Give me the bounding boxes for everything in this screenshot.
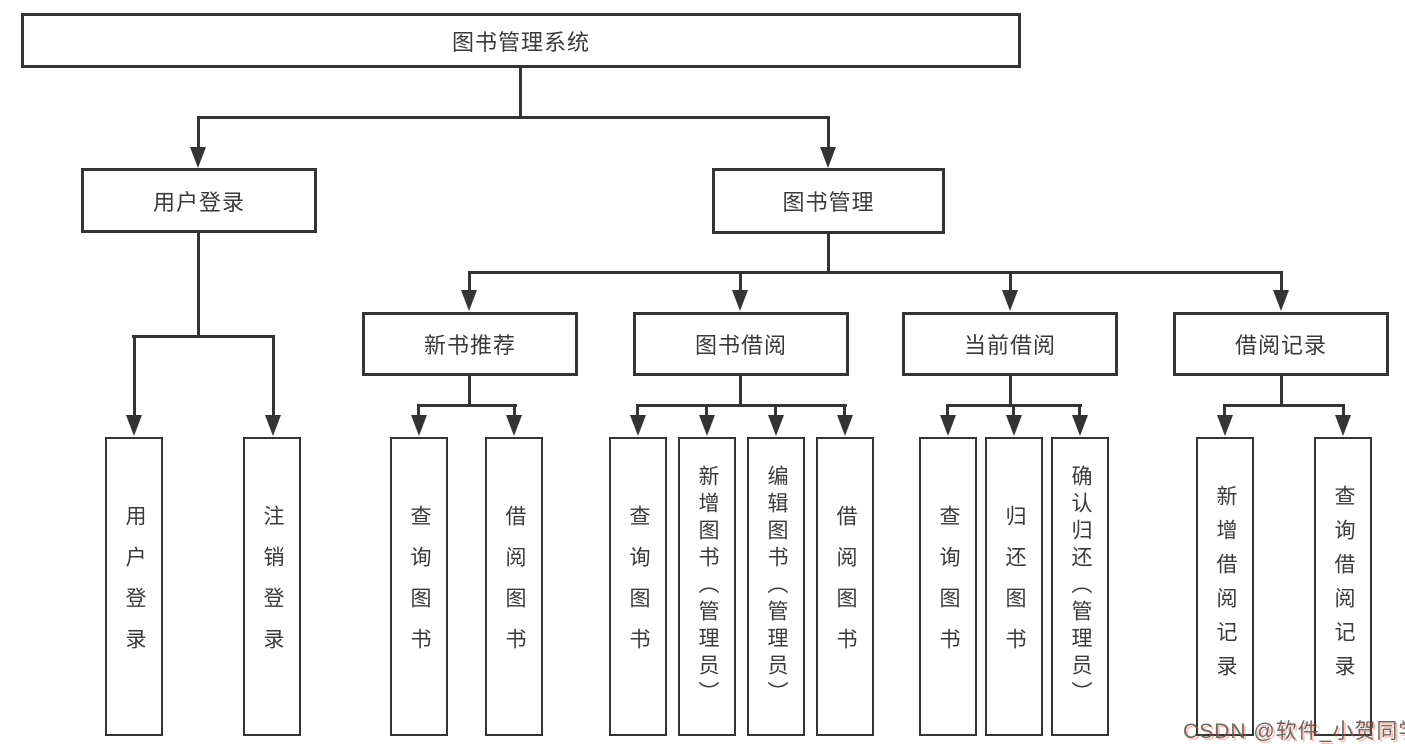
connector — [739, 375, 742, 406]
arrowhead — [190, 147, 206, 168]
leaf-logout: 注销登录 — [243, 437, 301, 736]
connector-level3-bus — [468, 271, 1283, 274]
node-new-book-recommend: 新书推荐 — [362, 312, 578, 376]
arrowhead — [506, 415, 522, 436]
connector — [1280, 272, 1283, 294]
connector — [705, 404, 708, 419]
arrowhead — [1217, 415, 1233, 436]
connector — [1012, 404, 1015, 419]
connector — [827, 233, 830, 273]
connector — [132, 335, 275, 338]
leaf-edit-books-admin: 编辑图书（管理员） — [747, 437, 805, 736]
arrowhead — [461, 290, 477, 311]
arrowhead — [1273, 290, 1289, 311]
connector — [1078, 404, 1081, 419]
leaf-confirm-return-admin: 确认归还（管理员） — [1051, 437, 1109, 736]
connector — [1009, 375, 1012, 406]
leaf-add-borrow-record-label: 新增借阅记录 — [1214, 484, 1237, 689]
connector — [197, 233, 200, 336]
arrowhead — [732, 290, 748, 311]
node-new-book-recommend-label: 新书推荐 — [423, 333, 516, 358]
connector-level2-bus — [197, 116, 830, 119]
node-root: 图书管理系统 — [21, 13, 1021, 68]
node-root-label: 图书管理系统 — [451, 29, 590, 55]
arrowhead — [837, 415, 853, 436]
arrowhead — [699, 415, 715, 436]
arrowhead — [630, 415, 646, 436]
leaf-query-books-borrow-label: 查询图书 — [627, 504, 650, 669]
connector — [417, 404, 420, 419]
leaf-query-borrow-record-label: 查询借阅记录 — [1332, 484, 1355, 689]
connector-root-stem — [519, 67, 522, 118]
connector — [133, 335, 136, 416]
connector — [272, 335, 275, 416]
leaf-borrow-books-recommend-label: 借阅图书 — [503, 504, 526, 669]
leaf-query-books-recommend: 查询图书 — [390, 437, 448, 736]
connector — [843, 404, 846, 419]
leaf-add-books-admin-label: 新增图书（管理员） — [696, 465, 719, 708]
csdn-watermark: CSDN @软件_小贺同学 — [1183, 720, 1405, 743]
leaf-query-books-recommend-label: 查询图书 — [408, 504, 431, 669]
leaf-return-books-label: 归还图书 — [1003, 504, 1026, 669]
leaf-query-borrow-record: 查询借阅记录 — [1314, 437, 1372, 736]
connector — [1280, 375, 1283, 406]
arrowhead — [1072, 415, 1088, 436]
leaf-query-books-current: 查询图书 — [919, 437, 977, 736]
leaf-edit-books-admin-label: 编辑图书（管理员） — [765, 465, 788, 708]
connector — [417, 404, 517, 407]
node-current-borrow: 当前借阅 — [902, 312, 1118, 376]
node-book-borrow-label: 图书借阅 — [694, 333, 787, 358]
arrowhead — [1002, 290, 1018, 311]
leaf-return-books: 归还图书 — [985, 437, 1043, 736]
connector — [1009, 272, 1012, 294]
connector — [468, 375, 471, 406]
node-current-borrow-label: 当前借阅 — [963, 333, 1056, 358]
node-book-management-label: 图书管理 — [782, 190, 875, 215]
leaf-borrow-books-recommend: 借阅图书 — [485, 437, 543, 736]
connector — [739, 272, 742, 294]
connector — [513, 404, 516, 419]
connector — [827, 117, 830, 150]
connector — [946, 404, 949, 419]
node-borrow-records: 借阅记录 — [1173, 312, 1389, 376]
arrowhead — [1335, 415, 1351, 436]
node-user-login-label: 用户登录 — [152, 189, 245, 215]
node-borrow-records-label: 借阅记录 — [1234, 333, 1327, 358]
arrowhead — [820, 147, 836, 168]
leaf-confirm-return-admin-label: 确认归还（管理员） — [1069, 465, 1092, 708]
arrowhead — [265, 415, 281, 436]
connector — [1223, 404, 1226, 419]
leaf-user-login-label: 用户登录 — [123, 504, 146, 669]
leaf-query-books-current-label: 查询图书 — [937, 504, 960, 669]
connector — [468, 272, 471, 294]
connector — [636, 404, 847, 407]
connector — [774, 404, 777, 419]
node-book-management: 图书管理 — [712, 168, 945, 234]
leaf-user-login: 用户登录 — [105, 437, 163, 736]
arrowhead — [768, 415, 784, 436]
leaf-borrow-books-label: 借阅图书 — [834, 504, 857, 669]
arrowhead — [940, 415, 956, 436]
connector — [1223, 404, 1345, 407]
arrowhead — [126, 415, 142, 436]
leaf-borrow-books: 借阅图书 — [816, 437, 874, 736]
leaf-add-borrow-record: 新增借阅记录 — [1196, 437, 1254, 736]
arrowhead — [411, 415, 427, 436]
connector — [1342, 404, 1345, 419]
leaf-logout-label: 注销登录 — [261, 504, 284, 669]
arrowhead — [1006, 415, 1022, 436]
node-book-borrow: 图书借阅 — [633, 312, 849, 376]
connector — [197, 117, 200, 150]
leaf-query-books-borrow: 查询图书 — [609, 437, 667, 736]
node-user-login: 用户登录 — [81, 168, 317, 233]
leaf-add-books-admin: 新增图书（管理员） — [678, 437, 736, 736]
connector — [636, 404, 639, 419]
